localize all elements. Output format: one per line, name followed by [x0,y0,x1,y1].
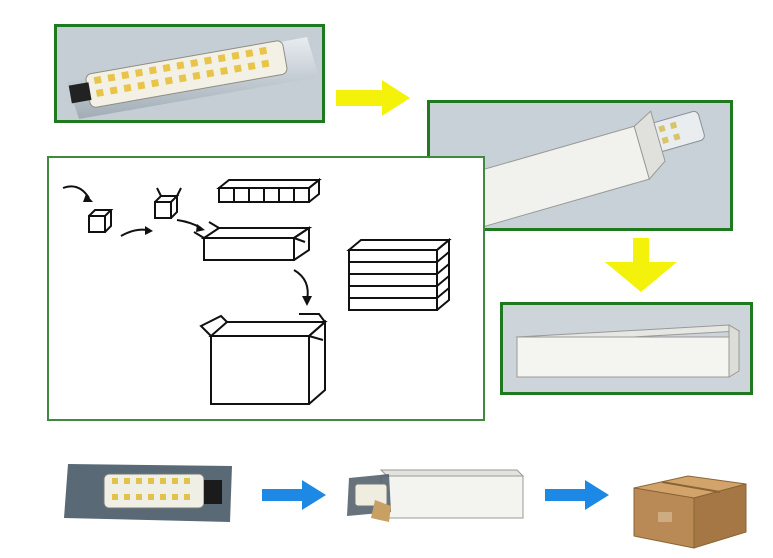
box-stack-icon [346,237,452,311]
led-bulb-in-bag-illustration [57,27,322,120]
curved-arrow-icon [293,269,309,301]
arrow-down-icon [605,238,677,292]
bagged-bulb-illustration [64,464,232,522]
open-box-icon [154,187,182,219]
large-open-carton-icon [199,313,328,405]
arrow-right-icon [545,480,609,510]
photo-bulb-in-box-small [341,462,527,524]
open-carton-icon [193,221,313,261]
photo-outer-carton [628,458,752,552]
packing-process-diagram [47,156,485,421]
curved-arrow-icon [62,185,90,199]
curved-arrow-icon [120,228,148,237]
photo-closed-inner-box [500,302,753,395]
photo-bagged-bulb [54,24,325,123]
arrow-right-icon [336,80,410,116]
box-row-icon [216,177,322,203]
bulb-in-box-illustration [347,469,525,522]
packing-line-drawing [62,177,452,405]
photo-bagged-bulb-small [62,456,237,526]
small-box-icon [88,209,114,233]
closed-box-illustration [503,305,750,392]
arrow-right-icon [262,480,326,510]
carton-box-icon [633,475,747,549]
